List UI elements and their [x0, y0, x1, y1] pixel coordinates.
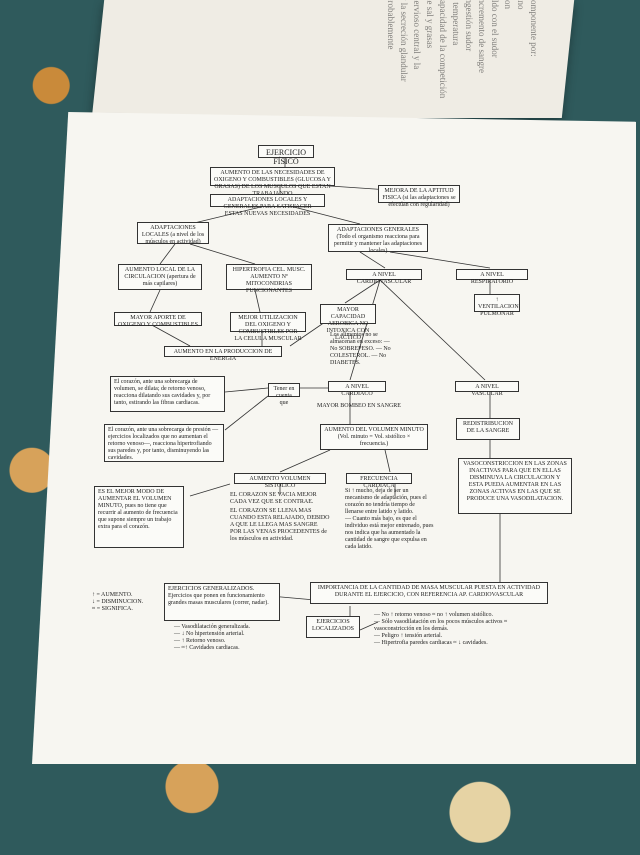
node-tener-en-cuenta: Tener en cuenta que	[268, 383, 300, 406]
node-adaptaciones-generales: ADAPTACIONES GENERALES (Todo el organism…	[328, 224, 428, 254]
node-mejor-utilizacion: MEJOR UTILIZACION DEL OXIGENO Y COMBUSTI…	[230, 312, 306, 342]
list-localizados: — No ↑ retorno venoso ≈ no ↑ volumen sis…	[374, 612, 524, 647]
node-corazon-volumen: El corazón, ante una sobrecarga de volum…	[110, 376, 225, 412]
node-mejora-aptitud: MEJORA DE LA APTITUD FISICA (si las adap…	[378, 185, 460, 208]
node-vasoconstriccion: VASOCONSTRICCION EN LAS ZONAS INACTIVAS …	[458, 458, 572, 514]
loc-item: — Peligro ↑ tensión arterial.	[374, 633, 443, 639]
node-ejercicios-localizados: EJERCICIOS LOCALIZADOS	[306, 616, 360, 638]
node-importancia: IMPORTANCIA DE LA CANTIDAD DE MASA MUSCU…	[310, 582, 548, 604]
node-nivel-vascular: A NIVEL VASCULAR	[455, 381, 519, 397]
text-alimentos: Los alimentos no se almacenan en exceso:…	[330, 332, 391, 366]
text-frecuencia-1: Si ↑ mucho, deja de ser un mecanismo de …	[345, 488, 427, 515]
node-adaptaciones: ADAPTACIONES LOCALES Y GENERALES PARA SA…	[210, 194, 325, 217]
node-mejor-modo: ES EL MEJOR MODO DE AUMENTAR EL VOLUMEN …	[94, 486, 184, 548]
node-corazon-presion: El corazón, ante una sobrecarga de presi…	[104, 424, 224, 462]
gen-item: — ≈↑ Cavidades cardiacas.	[174, 645, 240, 651]
node-mayor-aporte: MAYOR APORTE DE OXIGENO Y COMBUSTIBLES	[114, 312, 202, 328]
node-nivel-cardiovascular: A NIVEL CARDIOVASCULAR	[346, 269, 422, 285]
ejgen-text: Ejercicios que ponen en funcionamiento g…	[168, 593, 269, 606]
text-corazon-llena: EL CORAZON SE LLENA MAS CUANDO ESTA RELA…	[230, 508, 330, 542]
text-corazon-vacia: EL CORAZON SE VACIA MEJOR CADA VEZ QUE S…	[230, 492, 317, 505]
loc-item: — Sólo vasodilatación en los pocos múscu…	[374, 619, 508, 632]
text-mayor-bombeo: MAYOR BOMBEO EN SANGRE	[317, 403, 401, 409]
loc-item: — No ↑ retorno venoso ≈ no ↑ volumen sis…	[374, 612, 493, 618]
node-adaptaciones-locales: ADAPTACIONES LOCALES (a nivel de los mús…	[137, 222, 209, 245]
node-aumento-volumen-minuto: AUMENTO DEL VOLUMEN MINUTO (Vol. minuto …	[320, 424, 428, 450]
node-nivel-respiratorio: A NIVEL RESPIRATORIO	[456, 269, 528, 285]
node-ejercicio-fisico: EJERCICIO FÍSICO	[258, 145, 314, 166]
loc-item: — Hipertrofia paredes cardiacas ≈ ↓ cavi…	[374, 640, 488, 646]
node-mayor-capacidad: MAYOR CAPACIDAD AEROBICA NO INTOXICA CON…	[320, 304, 376, 341]
node-aumento-local: AUMENTO LOCAL DE LA CIRCULACION (apertur…	[118, 264, 202, 290]
legend-significa: ≈ = SIGNIFICA.	[92, 606, 133, 612]
node-hipertrofia: HIPERTROFIA CEL. MUSC. AUMENTO Nº MITOCO…	[226, 264, 312, 294]
ejgen-title: EJERCICIOS GENERALIZADOS.	[168, 586, 255, 592]
node-ventilacion: ↑ VENTILACION PULMONAR	[474, 294, 520, 317]
legend: ↑ = AUMENTO. ↓ = DISMINUCION. ≈ = SIGNIF…	[92, 592, 162, 613]
node-aumento-energia: AUMENTO EN LA PRODUCCION DE ENERGIA	[164, 346, 282, 362]
gen-item: — ↑ Retorno venoso.	[174, 638, 226, 644]
gen-item: — Vasodilatación generalizada.	[174, 624, 251, 630]
node-frecuencia: FRECUENCIA CARDIACA	[346, 473, 412, 489]
node-nivel-cardiaco: A NIVEL CARDIACO	[328, 381, 386, 397]
gen-item: — ↓ No hipertensión arterial.	[174, 631, 245, 637]
legend-disminucion: ↓ = DISMINUCION.	[92, 599, 144, 605]
node-volumen-sistolico: AUMENTO VOLUMEN SISTOLICO	[234, 473, 326, 489]
list-generalizados: — Vasodilatación generalizada. — ↓ No hi…	[174, 624, 294, 652]
text-frecuencia-2: — Cuanto más bajo, es que el individuo e…	[345, 516, 434, 550]
node-redistribucion: REDISTRIBUCION DE LA SANGRE	[456, 418, 520, 440]
legend-aumento: ↑ = AUMENTO.	[92, 592, 133, 598]
node-ejercicios-generalizados: EJERCICIOS GENERALIZADOS. Ejercicios que…	[164, 583, 280, 621]
node-aumento-necesidades: AUMENTO DE LAS NECESIDADES DE OXIGENO Y …	[210, 167, 335, 197]
